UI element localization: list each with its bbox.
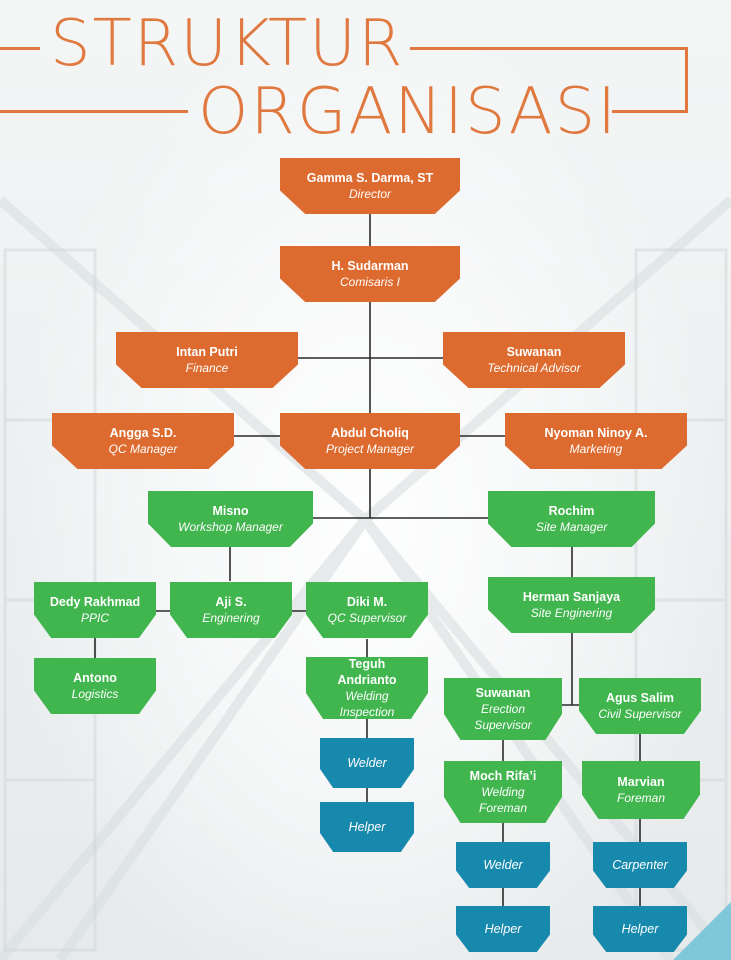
node-role: PPIC <box>80 611 109 625</box>
node-role: Logistics <box>71 687 119 701</box>
node-name: Nyoman Ninoy A. <box>544 426 648 440</box>
node-name: Suwanan <box>506 345 562 359</box>
node-erection-supervisor: Suwanan Erection Supervisor <box>444 678 562 740</box>
node-role: Civil Supervisor <box>598 707 682 721</box>
node-welder-1: Welder <box>320 738 414 788</box>
node-name: Dedy Rakhmad <box>49 595 141 609</box>
node-project-manager: Abdul Choliq Project Manager <box>280 413 460 469</box>
node-name: Antono <box>73 671 117 685</box>
title-line-1: STRUKTUR <box>50 7 405 81</box>
node-role: Welder <box>347 756 387 770</box>
node-helper-2: Helper <box>456 906 550 952</box>
node-role: Helper <box>484 922 522 936</box>
node-name: Moch Rifa’i <box>469 769 537 783</box>
corner-decoration <box>673 902 731 960</box>
node-name: Herman Sanjaya <box>522 590 621 604</box>
node-role: Foreman <box>616 791 666 805</box>
node-qc-manager: Angga S.D. QC Manager <box>52 413 234 469</box>
node-helper-1: Helper <box>320 802 414 852</box>
title-line-2: ORGANISASI <box>198 75 619 149</box>
node-workshop-manager: Misno Workshop Manager <box>148 491 313 547</box>
node-name: H. Sudarman <box>331 259 409 273</box>
title-frame-line-right-bottom <box>612 110 688 113</box>
node-name: Gamma S. Darma, ST <box>306 171 434 185</box>
node-role: Project Manager <box>325 442 415 456</box>
title-frame-line-left-bottom <box>0 110 188 113</box>
node-finance: Intan Putri Finance <box>116 332 298 388</box>
node-ppic: Dedy Rakhmad PPIC <box>34 582 156 638</box>
node-role: Site Manager <box>535 520 608 534</box>
node-role: Enginering <box>202 611 260 625</box>
node-comisaris: H. Sudarman Comisaris I <box>280 246 460 302</box>
node-enginering: Aji S. Enginering <box>170 582 292 638</box>
node-marketing: Nyoman Ninoy A. Marketing <box>505 413 687 469</box>
node-name: Aji S. <box>215 595 247 609</box>
node-welder-2: Welder <box>456 842 550 888</box>
node-role: Helper <box>348 820 386 834</box>
node-helper-3: Helper <box>593 906 687 952</box>
title-frame-line-right-top <box>410 47 688 50</box>
node-carpenter: Carpenter <box>593 842 687 888</box>
node-site-manager: Rochim Site Manager <box>488 491 655 547</box>
node-name: Teguh Andrianto <box>337 657 397 687</box>
node-director: Gamma S. Darma, ST Director <box>280 158 460 214</box>
node-logistics: Antono Logistics <box>34 658 156 714</box>
node-name: Suwanan <box>475 686 531 700</box>
node-role: Marketing <box>569 442 623 456</box>
node-site-enginering: Herman Sanjaya Site Enginering <box>488 577 655 633</box>
node-welding-inspection: Teguh Andrianto Welding Inspection <box>306 657 428 719</box>
node-role: Helper <box>621 922 659 936</box>
node-role: QC Supervisor <box>327 611 407 625</box>
node-technical-advisor: Suwanan Technical Advisor <box>443 332 625 388</box>
node-role: Carpenter <box>612 858 668 872</box>
node-name: Marvian <box>617 775 665 789</box>
node-role: Welding Foreman <box>478 785 528 815</box>
node-name: Rochim <box>548 504 595 518</box>
node-civil-supervisor: Agus Salim Civil Supervisor <box>579 678 701 734</box>
node-foreman: Marvian Foreman <box>582 761 700 819</box>
node-role: Technical Advisor <box>487 361 581 375</box>
node-name: Intan Putri <box>176 345 238 359</box>
node-role: Director <box>348 187 391 201</box>
title-frame-line-right-vertical <box>685 47 688 110</box>
node-role: Erection Supervisor <box>474 702 532 732</box>
node-role: Workshop Manager <box>178 520 283 534</box>
node-role: Welding Inspection <box>339 689 395 719</box>
node-role: QC Manager <box>108 442 178 456</box>
node-role: Site Enginering <box>530 606 613 620</box>
title-frame-line-left-top <box>0 47 40 50</box>
node-welding-foreman: Moch Rifa’i Welding Foreman <box>444 761 562 823</box>
node-name: Agus Salim <box>605 691 675 705</box>
node-name: Misno <box>212 504 249 518</box>
node-role: Welder <box>483 858 523 872</box>
node-name: Abdul Choliq <box>331 426 409 440</box>
node-name: Angga S.D. <box>109 426 177 440</box>
node-role: Comisaris I <box>339 275 400 289</box>
node-qc-supervisor: Diki M. QC Supervisor <box>306 582 428 638</box>
node-role: Finance <box>185 361 229 375</box>
node-name: Diki M. <box>346 595 388 609</box>
